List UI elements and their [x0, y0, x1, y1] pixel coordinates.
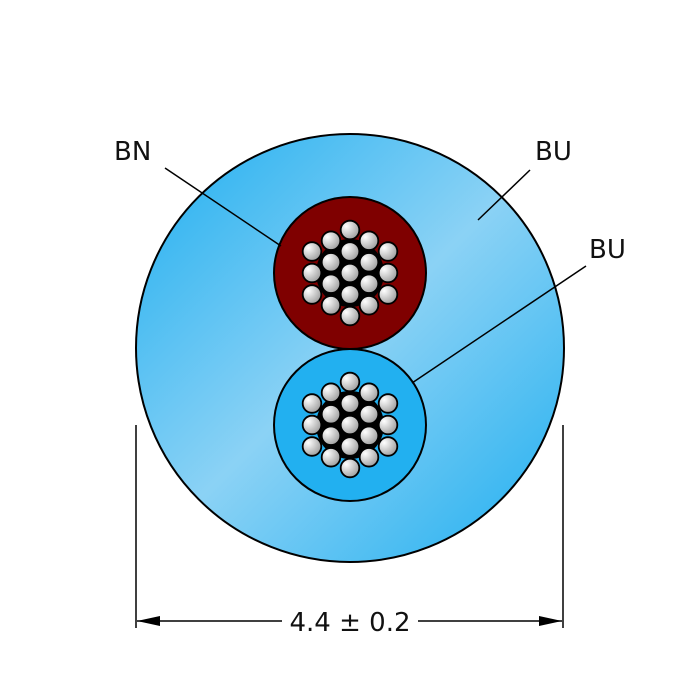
wire-strand [301, 262, 323, 284]
label-bn: BN [114, 137, 151, 167]
wire-strand [339, 284, 361, 305]
wire-strand [377, 393, 399, 414]
wire-strand [301, 393, 323, 414]
wire-strand [339, 219, 361, 241]
wire-strand [320, 273, 342, 294]
wire-strand [358, 295, 380, 316]
arrowhead-left [137, 616, 160, 626]
conductor-bn [273, 196, 427, 350]
wire-strand [301, 436, 323, 457]
wire-strand [377, 414, 399, 436]
wire-strand [339, 414, 361, 436]
wire-strand [339, 393, 361, 414]
wire-strand [358, 230, 380, 251]
leader-line-conductor-bu [411, 265, 587, 384]
arrowhead-right [539, 616, 562, 626]
wire-strand [320, 295, 342, 316]
label-jacket-bu: BU [535, 137, 572, 167]
wire-strand [301, 414, 323, 436]
wire-strand [320, 382, 342, 403]
wire-strand [358, 273, 380, 294]
leader-line-bn [164, 167, 282, 247]
label-conductor-bu: BU [589, 235, 626, 265]
wire-strand [301, 241, 323, 262]
wire-strand [377, 284, 399, 305]
wire-strand [377, 241, 399, 262]
wire-strand [339, 371, 361, 393]
wire-strand [339, 305, 361, 327]
wire-strand [320, 252, 342, 273]
wire-strand [358, 425, 380, 446]
wire-strand [358, 404, 380, 425]
wire-strand [377, 262, 399, 284]
dimension [135, 425, 564, 628]
wire-strand [320, 425, 342, 446]
wire-strand [358, 252, 380, 273]
wire-strand [339, 241, 361, 262]
wire-strand [339, 262, 361, 284]
wire-strand [320, 404, 342, 425]
wire-strand [358, 382, 380, 403]
wire-strand [339, 436, 361, 457]
wire-strand [301, 284, 323, 305]
wire-strand [320, 230, 342, 251]
wire-strand [339, 457, 361, 479]
conductor-bu [273, 348, 427, 502]
wire-strand [358, 447, 380, 468]
leader-line-jacket-bu [477, 169, 531, 221]
dimension-label: 4.4 ± 0.2 [289, 608, 410, 638]
wire-strand [320, 447, 342, 468]
wire-strand [377, 436, 399, 457]
